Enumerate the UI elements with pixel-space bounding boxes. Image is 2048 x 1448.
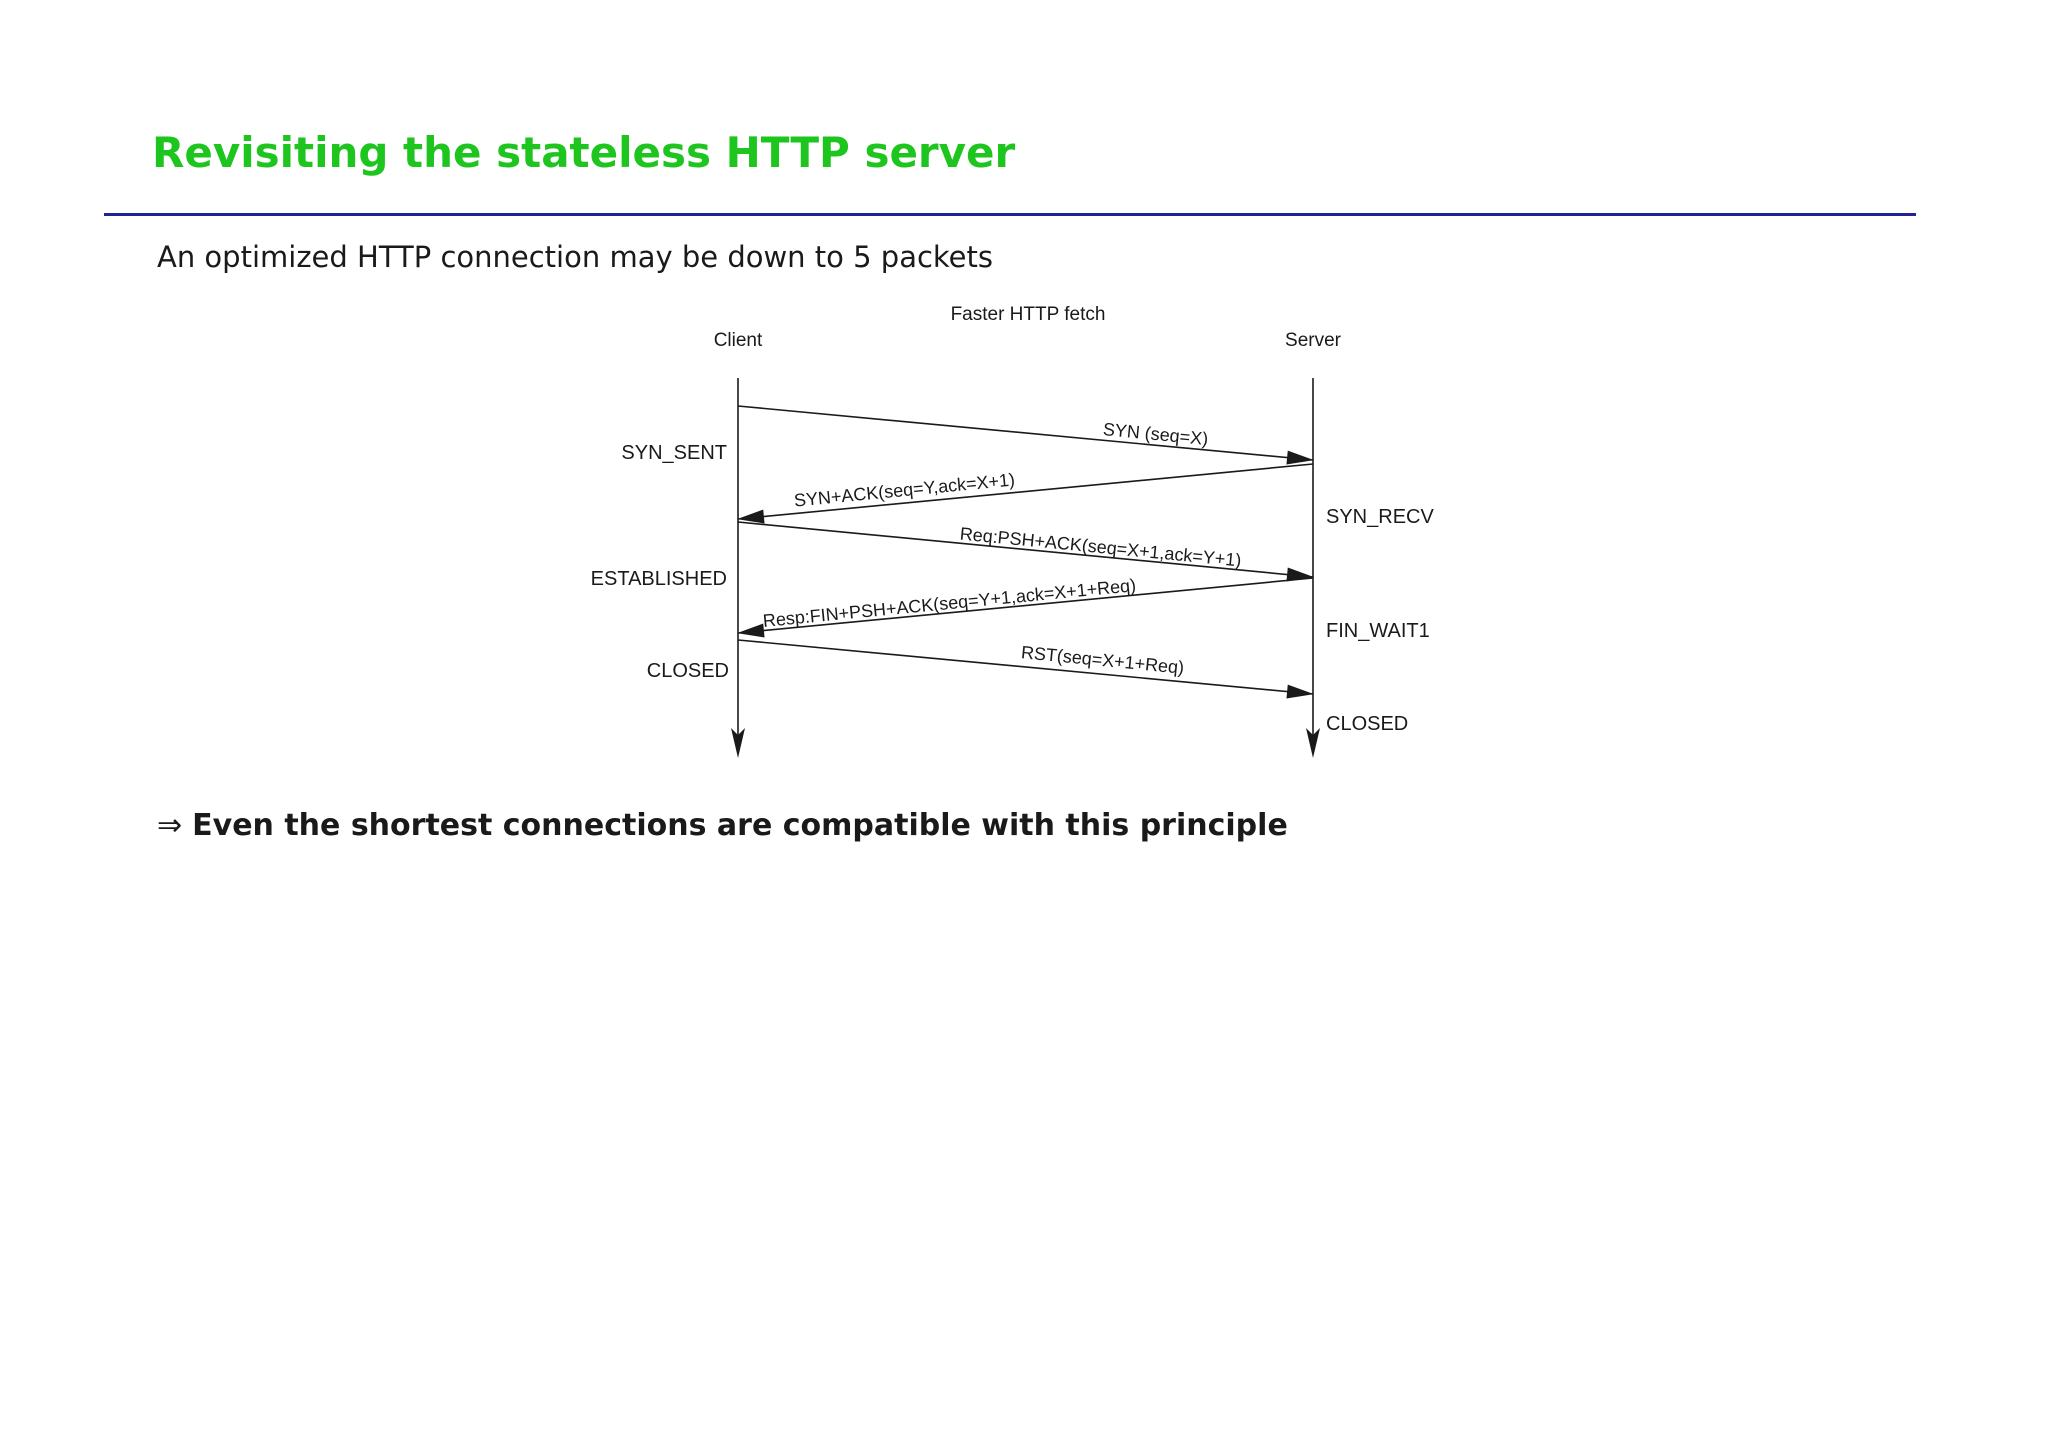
tcp-sequence-diagram: Faster HTTP fetch Client Server SYN (seq… [591, 304, 1434, 758]
message-arrow-synack [737, 463, 1314, 524]
title-divider [104, 213, 1916, 216]
message-label-req: Req:PSH+ACK(seq=X+1,ack=Y+1) [959, 524, 1242, 571]
server-state-fin-wait1: FIN_WAIT1 [1326, 620, 1430, 642]
server-state-syn-recv: SYN_RECV [1326, 506, 1434, 528]
message-arrow-syn [737, 405, 1314, 465]
client-lifeline-arrowhead [731, 728, 745, 758]
diagram-title: Faster HTTP fetch [951, 304, 1106, 325]
server-actor-label: Server [1285, 330, 1342, 351]
message-arrow-rst [737, 639, 1314, 699]
client-state-closed: CLOSED [647, 660, 729, 682]
conclusion-label: Even the shortest connections are compat… [192, 808, 1288, 843]
client-state-established: ESTABLISHED [591, 568, 727, 590]
implies-arrow: ⇒ [157, 808, 183, 843]
message-label-resp: Resp:FIN+PSH+ACK(seq=Y+1,ack=X+1+Req) [762, 575, 1137, 631]
page-title: Revisiting the stateless HTTP server [152, 128, 1016, 177]
client-state-syn-sent: SYN_SENT [621, 442, 727, 464]
message-arrow-resp [737, 577, 1314, 638]
client-actor-label: Client [714, 330, 763, 351]
intro-text: An optimized HTTP connection may be down… [157, 240, 993, 274]
server-state-closed: CLOSED [1326, 713, 1408, 735]
conclusion-text: ⇒ Even the shortest connections are compa… [157, 808, 1288, 843]
message-label-synack: SYN+ACK(seq=Y,ack=X+1) [793, 469, 1016, 510]
server-lifeline-arrowhead [1306, 728, 1320, 758]
message-label-rst: RST(seq=X+1+Req) [1020, 642, 1185, 678]
message-arrow-req [737, 521, 1314, 582]
